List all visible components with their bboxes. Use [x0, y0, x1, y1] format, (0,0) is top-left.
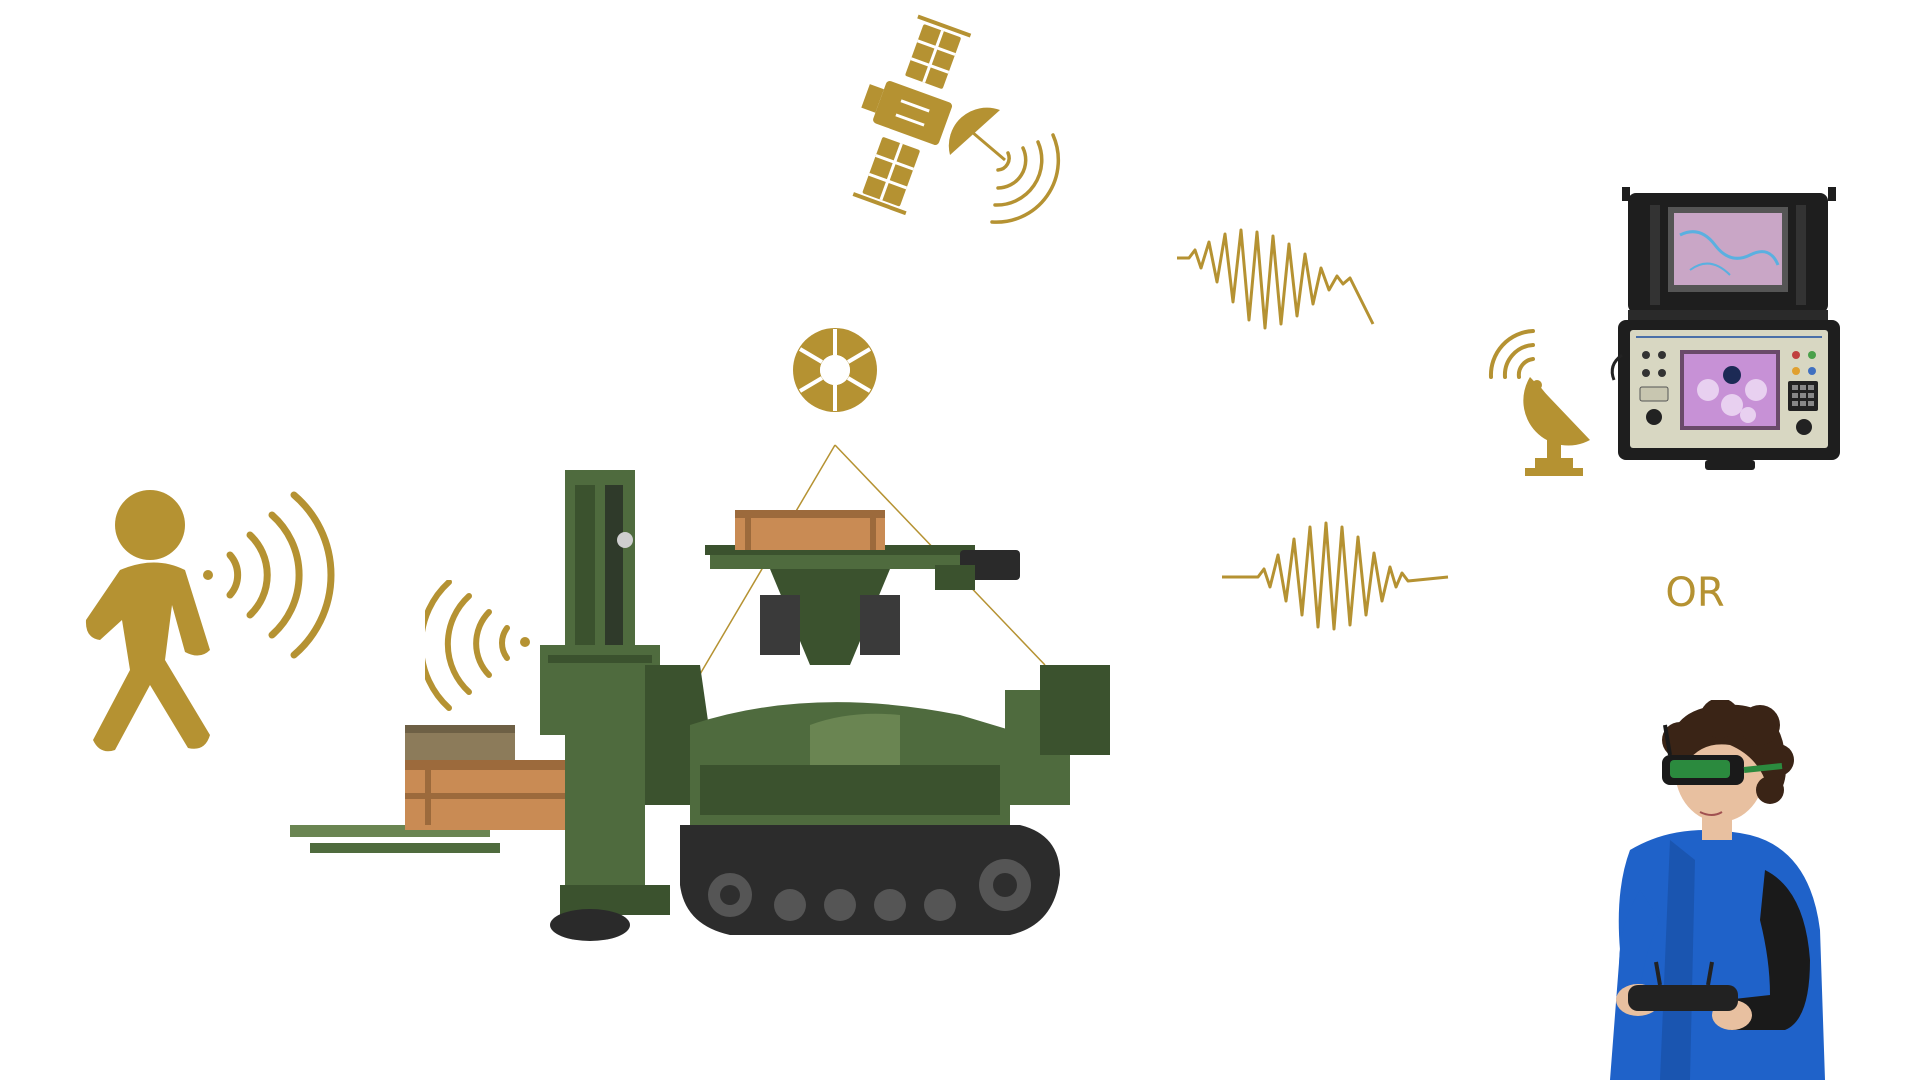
operator-with-goggles	[1610, 700, 1825, 1080]
person-signal-arcs	[203, 491, 335, 659]
camera-aperture-icon	[793, 328, 877, 412]
walking-person-icon	[85, 490, 210, 752]
satellite-icon	[852, 14, 1061, 224]
satellite-dish-icon	[1488, 329, 1590, 476]
robot-signal-arcs	[425, 580, 530, 711]
tracked-forklift-robot	[290, 470, 1110, 941]
radio-wave-lower-icon	[1222, 521, 1449, 631]
radio-wave-upper-icon	[1177, 228, 1375, 330]
ground-control-station	[1610, 187, 1840, 470]
remote-controller	[1628, 985, 1738, 1011]
or-label: OR	[1665, 570, 1725, 616]
